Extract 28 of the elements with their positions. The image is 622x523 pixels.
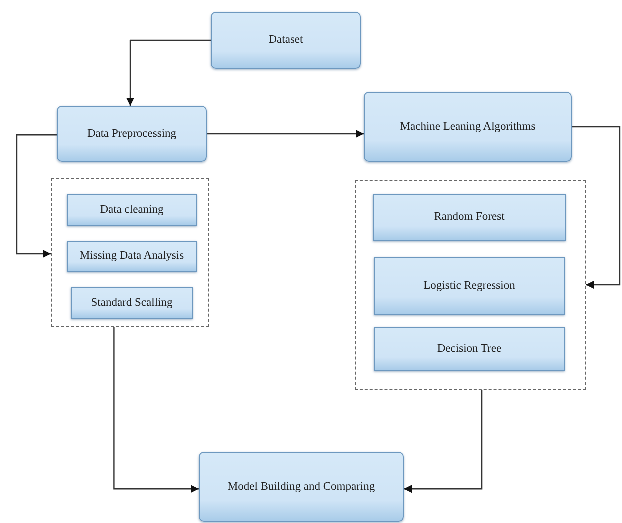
box-label: Data cleaning [99,204,165,216]
process-box [67,194,197,226]
box-label: Model Building and Comparing [226,480,376,494]
dashed-group-box [51,178,209,327]
process-box [374,327,565,371]
box-label: Logistic Regression [422,280,516,292]
box-label: Random Forest [433,211,506,224]
arrow [114,327,199,494]
arrow [16,134,57,258]
process-box [67,241,197,272]
arrow [572,126,621,289]
box-label: Data Preprocessing [86,128,178,140]
box-label: Standard Scalling [90,296,174,310]
process-box [373,194,566,241]
box-label: Machine Leaning Algorithms [399,120,537,134]
arrow [404,390,483,494]
process-box [364,92,572,162]
process-box [211,12,361,69]
process-box [374,257,565,315]
process-box [199,452,404,522]
process-box [57,106,207,162]
dashed-group-box [355,180,586,390]
box-label: Decision Tree [436,342,503,356]
box-label: Dataset [268,34,304,47]
arrow [126,40,211,106]
box-label: Missing Data Analysis [78,250,186,263]
process-box [71,287,193,319]
arrow [207,130,364,138]
